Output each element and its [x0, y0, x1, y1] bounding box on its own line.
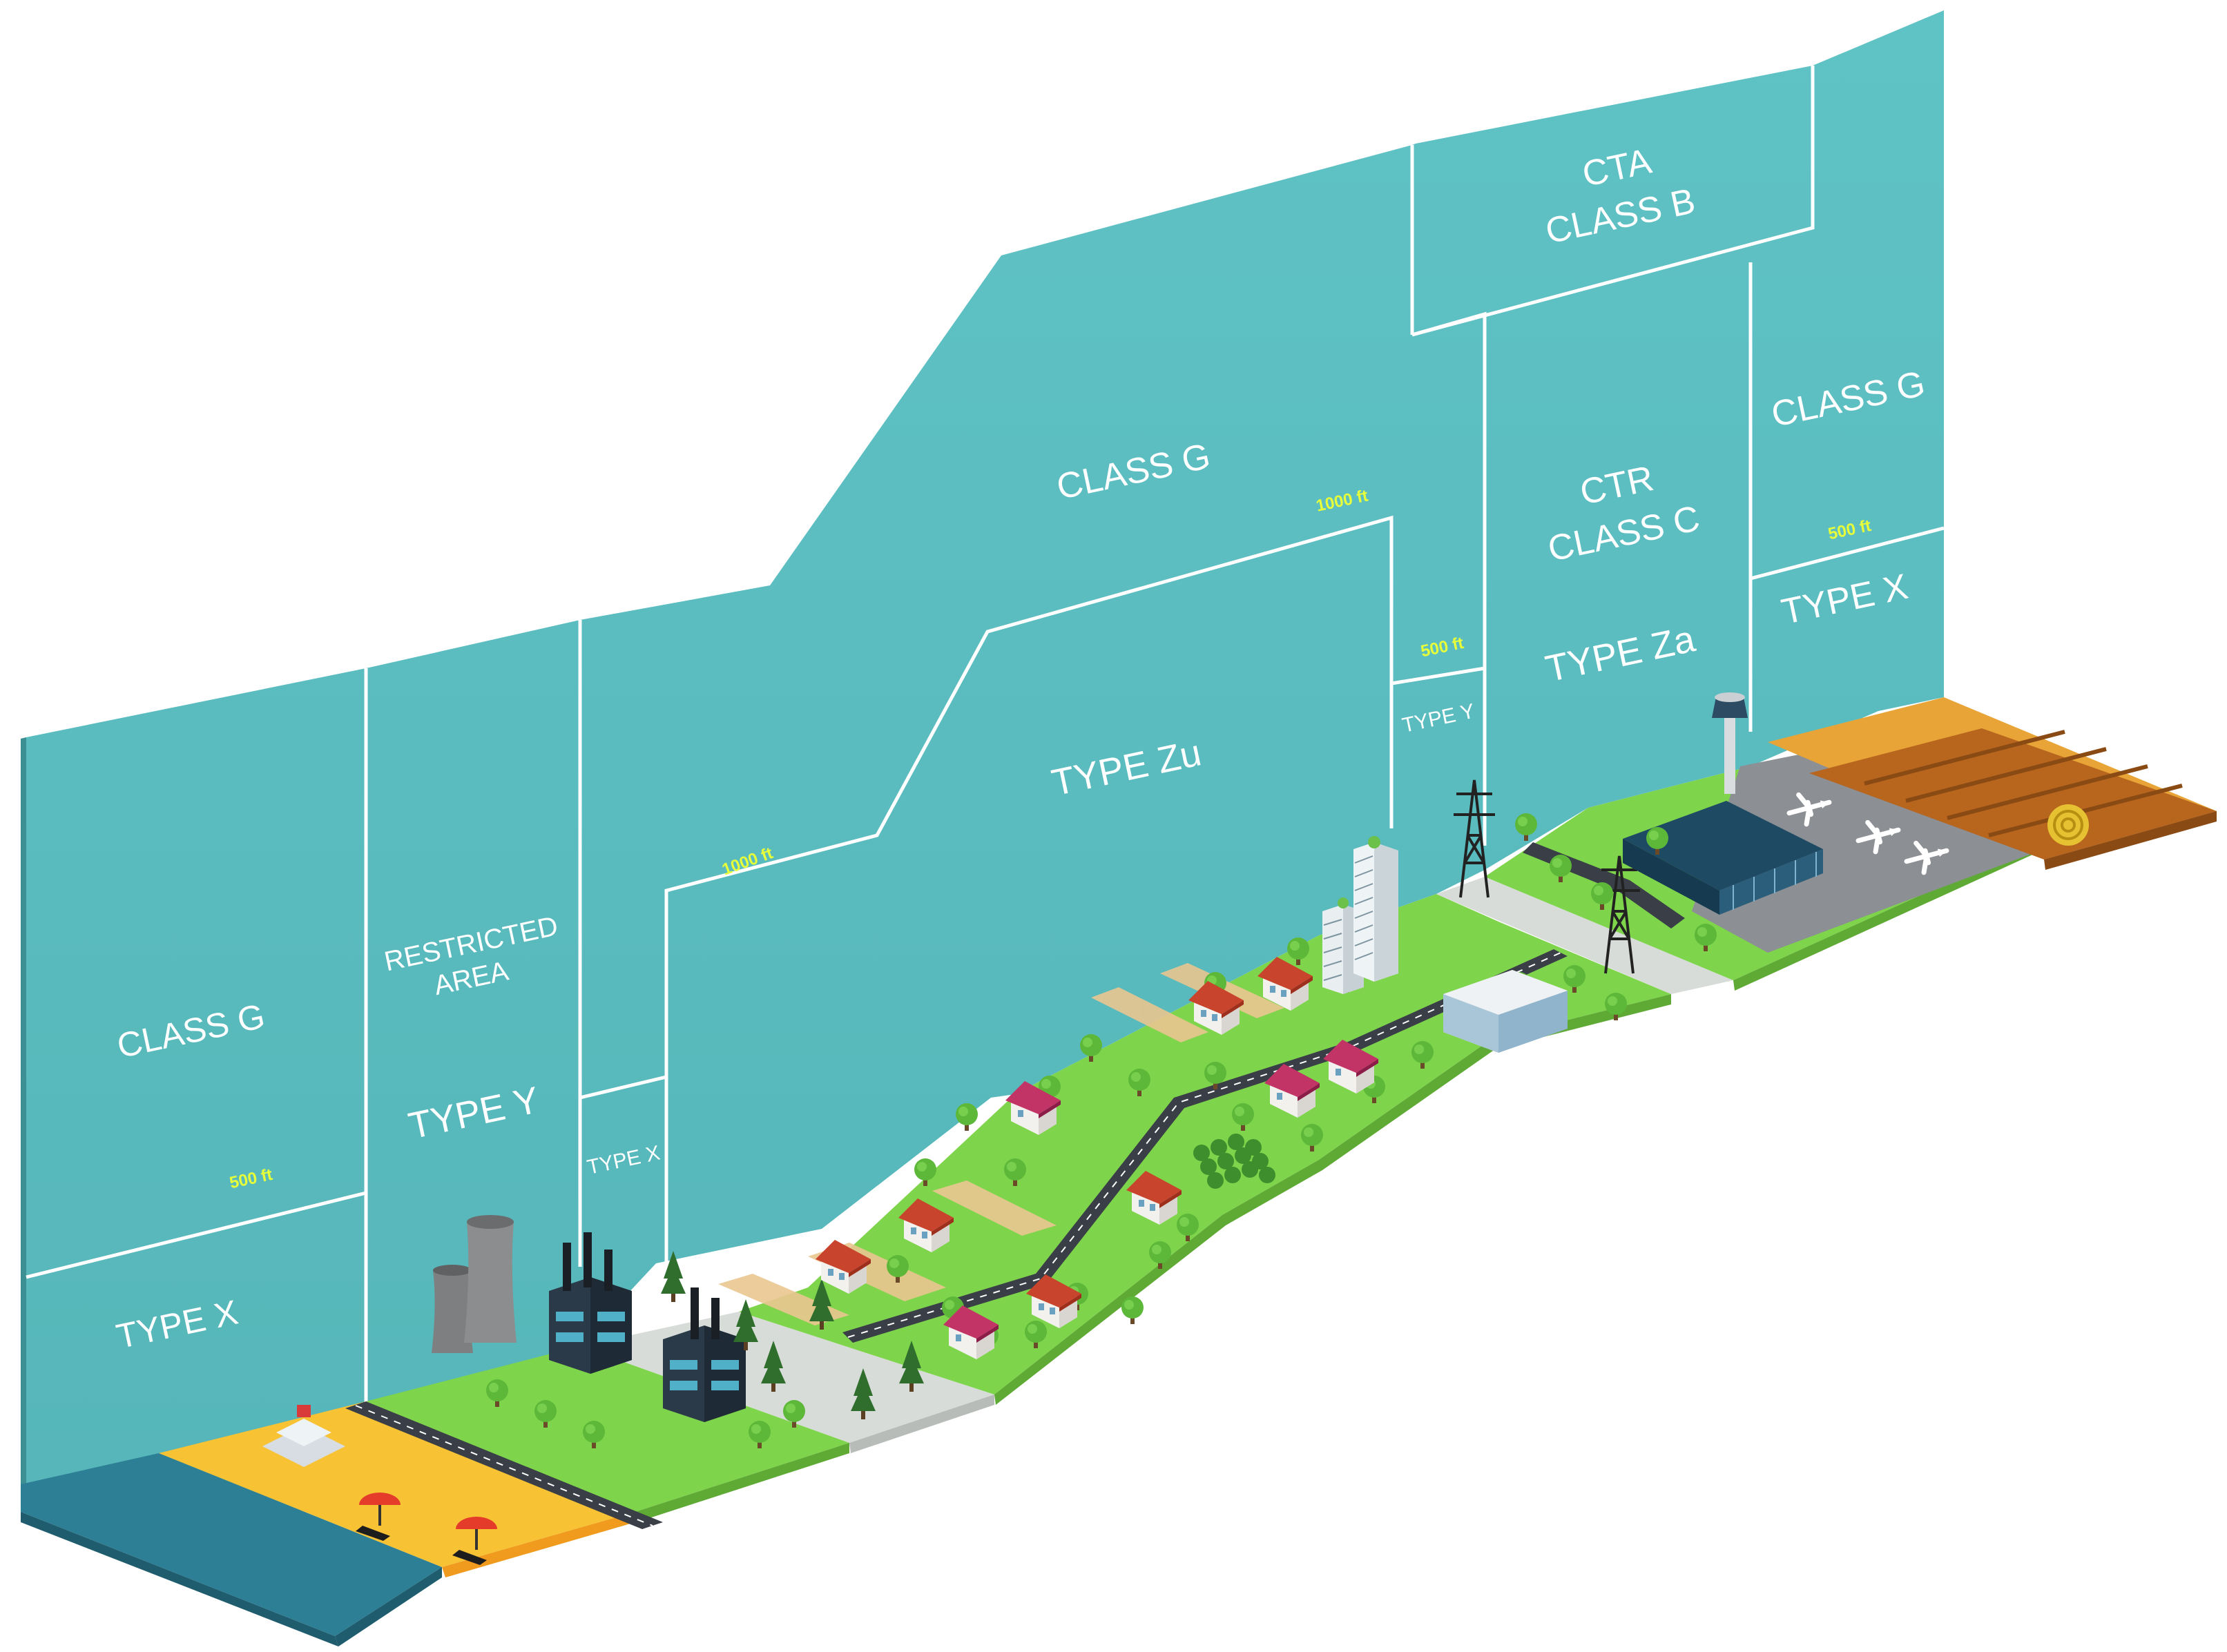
airport-terminal-icon [1623, 801, 1823, 915]
airport-objects [1454, 692, 2089, 974]
hay-bale-icon [2047, 804, 2089, 846]
beach-umbrella-icon [452, 1517, 497, 1565]
cooling-tower-icon [464, 1215, 517, 1343]
beach-umbrella-icon [356, 1493, 401, 1541]
orchard-icon [1193, 1134, 1275, 1189]
sea [21, 1453, 442, 1636]
industrial-objects [432, 1215, 924, 1448]
town-grass [739, 894, 1671, 1395]
skyscraper-icon [1322, 836, 1398, 994]
office-building-icon [1443, 970, 1568, 1053]
town-objects [816, 836, 1627, 1359]
factory-icon [549, 1232, 632, 1374]
power-pylon-icon [1599, 855, 1640, 974]
cooling-tower-icon [432, 1265, 473, 1353]
airspace-wall: CLASS G TYPE X 500 ft RESTRICTED AREA TY… [21, 10, 1945, 1512]
zone-boundaries [26, 66, 1945, 1484]
beach-objects [262, 1405, 497, 1565]
factory-icon [663, 1287, 746, 1422]
beach-house-icon [262, 1405, 345, 1467]
power-pylon-icon [1454, 779, 1495, 898]
control-tower-icon [1712, 692, 1748, 794]
ground-strip [21, 697, 2217, 1646]
